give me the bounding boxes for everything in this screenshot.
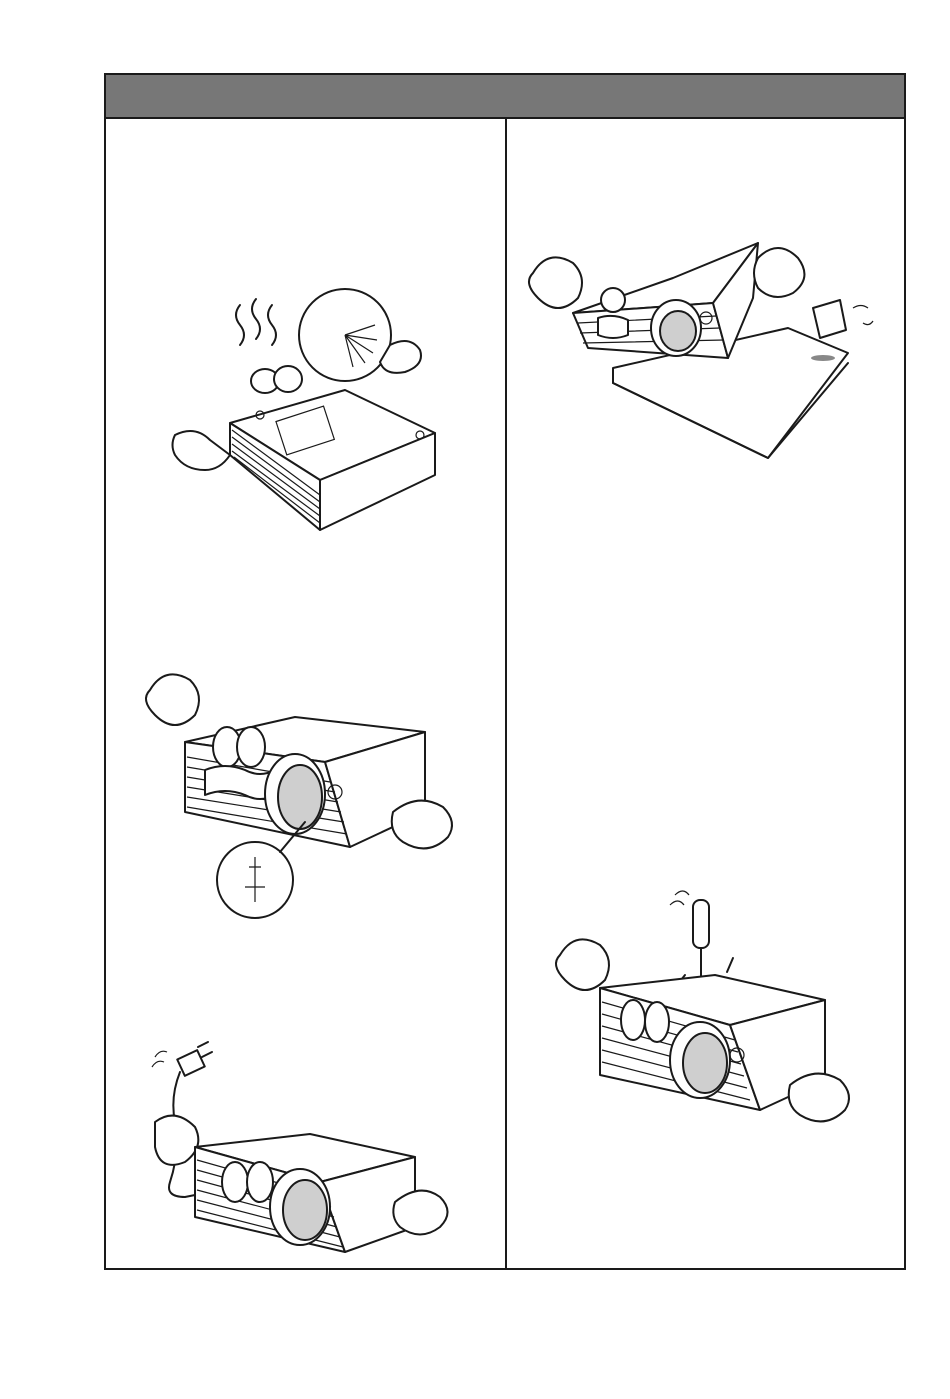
projector-power-plug-icon	[150, 1042, 460, 1262]
projector-liquid-spill-icon	[528, 238, 888, 463]
table-header	[106, 75, 904, 119]
projector-lamp-icon	[145, 662, 465, 924]
projector-heat-fan-icon	[160, 285, 450, 540]
projector-screwdriver-icon	[555, 880, 860, 1140]
column-divider	[505, 119, 507, 1268]
